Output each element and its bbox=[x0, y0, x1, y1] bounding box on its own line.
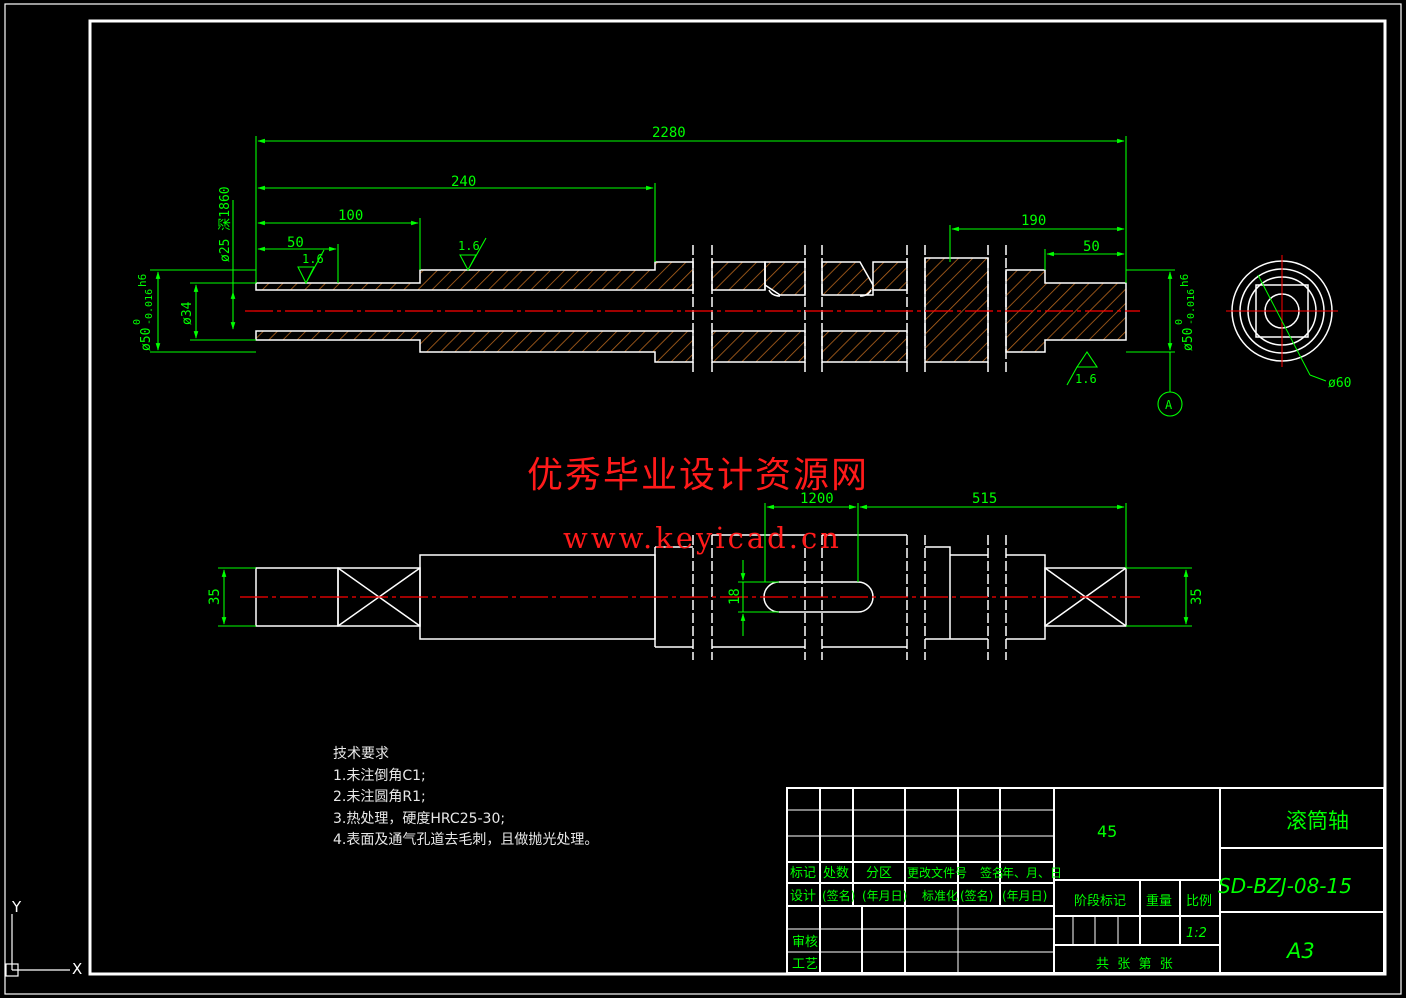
ucs-x: X bbox=[72, 960, 82, 978]
tb-h4: 签名 bbox=[980, 865, 1004, 880]
tol-right-lower: -0.016 bbox=[1186, 289, 1197, 325]
roughness-2: 1.6 bbox=[458, 239, 480, 253]
inner-frame bbox=[88, 19, 1387, 976]
note-item: 3.热处理，硬度HRC25-30; bbox=[333, 810, 506, 827]
dim-35-left: 35 bbox=[207, 588, 223, 605]
keyway-slot-section bbox=[764, 262, 872, 297]
roughness-3: 1.6 bbox=[1075, 372, 1097, 386]
dimensions-bottom bbox=[218, 503, 1192, 636]
tb-sheets: 共 张 第 张 bbox=[1096, 957, 1173, 972]
dim-50-right: 50 bbox=[1083, 239, 1100, 255]
break-lines bbox=[692, 245, 1007, 372]
dim-190: 190 bbox=[1021, 213, 1046, 229]
datum-label: A bbox=[1165, 398, 1173, 412]
tb-scale: 1:2 bbox=[1186, 926, 1207, 941]
tb-part-name: 滚筒轴 bbox=[1286, 809, 1349, 833]
break-lines-bottom bbox=[692, 535, 1007, 660]
tb-h2: 分区 bbox=[866, 866, 892, 881]
dim-1200: 1200 bbox=[800, 491, 834, 507]
dim-35-right: 35 bbox=[1189, 588, 1205, 605]
section-view bbox=[245, 245, 1140, 372]
dim-phi60: ø60 bbox=[1328, 376, 1351, 391]
dim-18: 18 bbox=[727, 588, 743, 605]
title-block bbox=[786, 787, 1385, 974]
technical-notes: 技术要求 1.未注倒角C1; 2.未注圆角R1; 3.热处理，硬度HRC25-3… bbox=[333, 744, 598, 852]
tb-r0: 设计 bbox=[790, 889, 816, 904]
dim-phi50-left: ø50 bbox=[139, 328, 154, 351]
title-block-text: 标记 处数 分区 更改文件号 签名 年、月、日 设计 (签名) (年月日) 标准… bbox=[790, 809, 1352, 972]
tb-weight: 重量 bbox=[1146, 893, 1172, 909]
notes-title: 技术要求 bbox=[333, 746, 389, 762]
fit-right: h6 bbox=[1178, 274, 1191, 287]
dim-515: 515 bbox=[972, 491, 997, 507]
tb-process: 工艺 bbox=[792, 957, 818, 972]
dim-50-top: 50 bbox=[287, 235, 304, 251]
hatch-regions bbox=[255, 257, 1127, 363]
dim-100: 100 bbox=[338, 208, 363, 224]
tb-review: 审核 bbox=[792, 935, 818, 950]
note-item: 4.表面及通气孔道去毛刺，且做抛光处理。 bbox=[333, 832, 599, 848]
dim-phi25-deep: ø25 深1860 bbox=[218, 186, 233, 262]
tb-r1: (签名) bbox=[822, 888, 855, 903]
tol-left-lower: -0.016 bbox=[144, 289, 155, 325]
roughness-1: 1.6 bbox=[302, 252, 324, 266]
tb-stage: 阶段标记 bbox=[1074, 894, 1126, 909]
end-view bbox=[1226, 255, 1338, 382]
tb-scale-label: 比例 bbox=[1186, 894, 1212, 909]
tb-sheet-size: A3 bbox=[1285, 939, 1315, 963]
tb-drawing-no: SD-BZJ-08-15 bbox=[1218, 874, 1352, 898]
tb-r3: 标准化 bbox=[922, 889, 958, 903]
tb-h3: 更改文件号 bbox=[907, 865, 967, 880]
watermark-url: www.keyicad.cn bbox=[563, 521, 842, 555]
dimensions-top bbox=[150, 136, 1183, 417]
tb-r5: (年月日) bbox=[1002, 889, 1047, 903]
watermark-title: 优秀毕业设计资源网 bbox=[527, 455, 870, 496]
dim-overall: 2280 bbox=[652, 125, 686, 141]
tol-left-upper: 0 bbox=[132, 319, 143, 325]
note-item: 1.未注倒角C1; bbox=[333, 767, 426, 784]
ucs-y: Y bbox=[11, 898, 22, 916]
fit-left: h6 bbox=[136, 274, 149, 287]
tb-material: 45 bbox=[1097, 822, 1117, 841]
tb-h0: 标记 bbox=[790, 866, 816, 881]
outer-border bbox=[4, 3, 1402, 995]
dim-phi50-right: ø50 bbox=[1181, 328, 1196, 351]
keyway-slot bbox=[763, 581, 874, 613]
dimension-texts-top: 2280 240 100 50 190 50 1.6 1.6 1.6 A ø60 bbox=[287, 125, 1351, 412]
dim-phi34: ø34 bbox=[180, 301, 195, 325]
tb-h5: 年、月、日 bbox=[1002, 866, 1062, 880]
tb-h1: 处数 bbox=[823, 866, 849, 881]
tb-r4: (签名) bbox=[960, 888, 993, 903]
tb-r2: (年月日) bbox=[862, 889, 907, 903]
ucs-icon bbox=[5, 914, 70, 977]
dim-240: 240 bbox=[451, 174, 476, 190]
note-item: 2.未注圆角R1; bbox=[333, 789, 426, 805]
tol-right-upper: 0 bbox=[1174, 319, 1185, 325]
